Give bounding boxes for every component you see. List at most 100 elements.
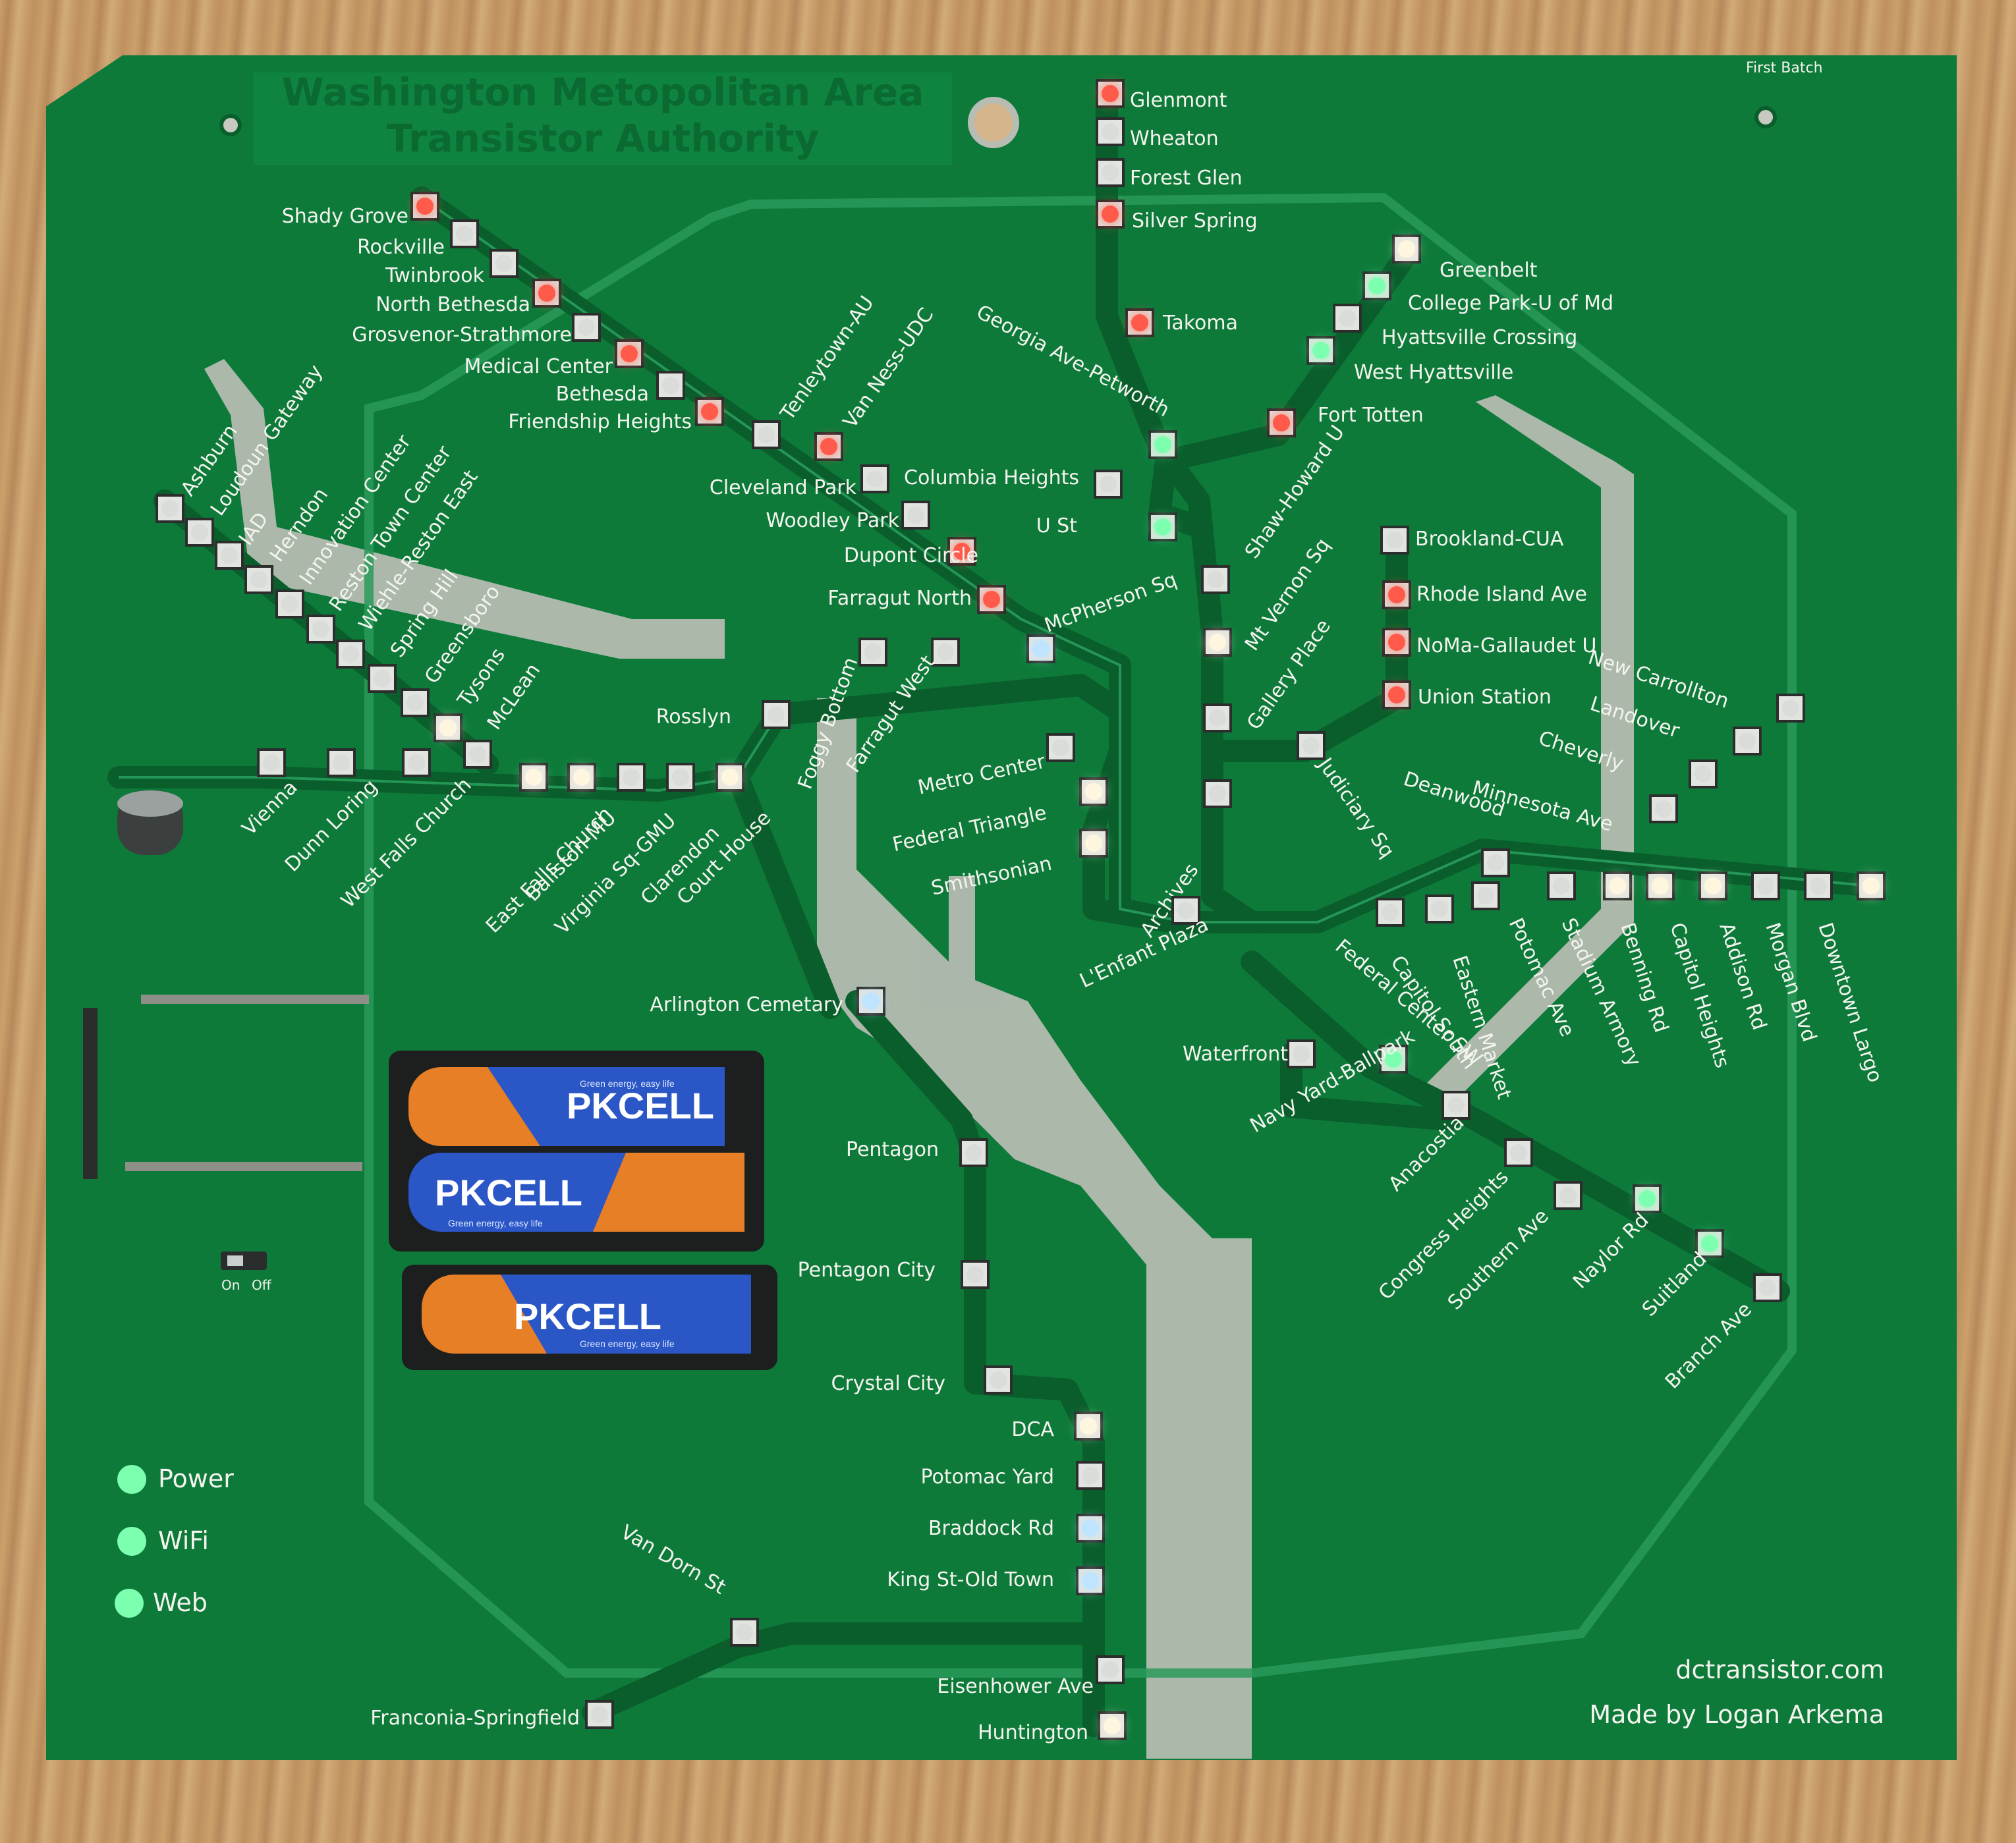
led-pad bbox=[327, 748, 356, 777]
station-farragut-north: Farragut North bbox=[827, 585, 1006, 614]
station-label: Deanwood bbox=[1401, 767, 1507, 821]
batch-label: First Batch bbox=[1746, 60, 1823, 76]
station-shady-grove: Shady Grove bbox=[282, 192, 439, 228]
indicator-leds: Power WiFi Web bbox=[115, 1464, 234, 1618]
station-brookland-cua: Brookland-CUA bbox=[1380, 526, 1564, 555]
station-label: Huntington bbox=[978, 1721, 1088, 1744]
station-label: Potomac Yard bbox=[920, 1466, 1054, 1489]
led-red-icon bbox=[1273, 414, 1290, 431]
station-label: Silver Spring bbox=[1132, 209, 1258, 233]
station-label: Rockville bbox=[357, 236, 445, 259]
website-label: dctransistor.com bbox=[1675, 1655, 1884, 1684]
led-off-icon bbox=[672, 769, 689, 786]
led-off-icon bbox=[768, 706, 785, 723]
power-led-icon bbox=[117, 1465, 146, 1494]
led-off-icon bbox=[662, 377, 679, 394]
led-off-icon bbox=[1487, 854, 1504, 871]
battery-3: PKCELL Green energy, easy life bbox=[422, 1275, 751, 1354]
station-label: Woodley Park bbox=[766, 509, 899, 532]
led-red-icon bbox=[1388, 586, 1405, 603]
station-label: Pentagon bbox=[846, 1138, 939, 1161]
board-title-line2: Transistor Authority bbox=[387, 116, 820, 161]
led-off-icon bbox=[1293, 1045, 1310, 1062]
led-off-icon bbox=[1810, 877, 1827, 894]
mounting-holes bbox=[219, 97, 1777, 148]
title-plate bbox=[254, 72, 952, 165]
led-red-icon bbox=[820, 438, 837, 455]
station-woodley-park: Woodley Park bbox=[766, 501, 930, 532]
led-off-icon bbox=[1386, 532, 1403, 549]
led-pad bbox=[244, 565, 273, 594]
station-label: Shady Grove bbox=[282, 205, 408, 228]
led-white-icon bbox=[1704, 877, 1722, 894]
led-white-icon bbox=[1085, 783, 1102, 800]
station-wheaton: Wheaton bbox=[1096, 117, 1219, 150]
led-green-icon bbox=[1385, 1051, 1402, 1068]
station-hyattsville-crossing: Hyattsville Crossing bbox=[1333, 304, 1577, 349]
beltway-ring bbox=[364, 192, 1797, 1678]
led-off-icon bbox=[495, 255, 513, 272]
station-metro-center: Metro Center bbox=[916, 733, 1075, 800]
station-pentagon-city: Pentagon City bbox=[798, 1259, 990, 1289]
station-rhode-island-ave: Rhode Island Ave bbox=[1382, 580, 1587, 609]
station-label: Federal Triangle bbox=[891, 802, 1049, 857]
station-label: Addison Rd bbox=[1714, 920, 1770, 1033]
station-college-park-u-of-md: College Park-U of Md bbox=[1362, 271, 1613, 315]
station-huntington: Huntington bbox=[978, 1711, 1127, 1744]
led-off-icon bbox=[1209, 709, 1226, 727]
station-potomac-yard: Potomac Yard bbox=[920, 1461, 1105, 1490]
station-bethesda: Bethesda bbox=[556, 371, 685, 406]
usb-port bbox=[83, 1008, 98, 1179]
station-label: Rhode Island Ave bbox=[1416, 583, 1587, 606]
station-label: Braddock Rd bbox=[928, 1517, 1054, 1540]
station-crystal-city: Crystal City bbox=[831, 1365, 1013, 1395]
led-off-icon bbox=[1102, 123, 1119, 140]
led-off-icon bbox=[1757, 877, 1774, 894]
station-label: Branch Ave bbox=[1661, 1298, 1756, 1393]
station-label: Friendship Heights bbox=[508, 410, 692, 433]
station-twinbrook: Twinbrook bbox=[385, 249, 518, 287]
led-off-icon bbox=[1339, 310, 1356, 327]
led-off-icon bbox=[1447, 1097, 1465, 1114]
station-braddock-rd: Braddock Rd bbox=[928, 1514, 1105, 1543]
led-green-icon bbox=[1312, 342, 1330, 359]
led-off-icon bbox=[1100, 476, 1117, 493]
station-noma-gallaudet-u: NoMa-Gallaudet U bbox=[1382, 628, 1596, 657]
station-west-hyattsville: West Hyattsville bbox=[1306, 336, 1513, 384]
led-red-icon bbox=[701, 403, 718, 420]
battery-3-tagline: Green energy, easy life bbox=[580, 1338, 675, 1349]
led-white-icon bbox=[439, 719, 457, 736]
led-white-icon bbox=[573, 769, 590, 786]
station-eisenhower-ave: Eisenhower Ave bbox=[937, 1655, 1125, 1698]
station-u-st: U St bbox=[1036, 512, 1177, 541]
line-edges bbox=[119, 196, 1872, 923]
station-north-bethesda: North Bethesda bbox=[376, 279, 561, 316]
power-switch[interactable]: On Off bbox=[221, 1252, 272, 1293]
led-pad bbox=[1297, 731, 1326, 760]
led-red-icon bbox=[416, 198, 434, 215]
led-off-icon bbox=[221, 547, 238, 564]
pin-header-top bbox=[141, 995, 369, 1004]
station-cleveland-park: Cleveland Park bbox=[710, 464, 889, 499]
led-pad bbox=[257, 748, 286, 777]
station-vienna: Vienna bbox=[238, 748, 302, 840]
station-king-st-old-town: King St-Old Town bbox=[887, 1566, 1105, 1595]
station-friendship-heights: Friendship Heights bbox=[508, 397, 724, 433]
station-medical-center: Medical Center bbox=[464, 339, 644, 378]
led-red-icon bbox=[1102, 206, 1119, 223]
station-label: Twinbrook bbox=[385, 264, 485, 287]
led-off-icon bbox=[591, 1706, 608, 1723]
battery-1: PKCELL Green energy, easy life bbox=[408, 1067, 725, 1146]
led-off-icon bbox=[408, 754, 425, 771]
station-label: Suitland bbox=[1638, 1248, 1712, 1321]
led-green-icon bbox=[1638, 1190, 1656, 1207]
led-red-icon bbox=[538, 285, 555, 302]
led-blue-icon bbox=[1082, 1572, 1099, 1589]
led-red-icon bbox=[1102, 85, 1119, 102]
station-fort-totten: Fort Totten bbox=[1267, 404, 1424, 437]
led-off-icon bbox=[281, 595, 298, 613]
led-off-icon bbox=[333, 754, 350, 771]
led-off-icon bbox=[937, 644, 954, 661]
led-off-icon bbox=[1477, 887, 1494, 904]
led-pad bbox=[336, 640, 365, 669]
